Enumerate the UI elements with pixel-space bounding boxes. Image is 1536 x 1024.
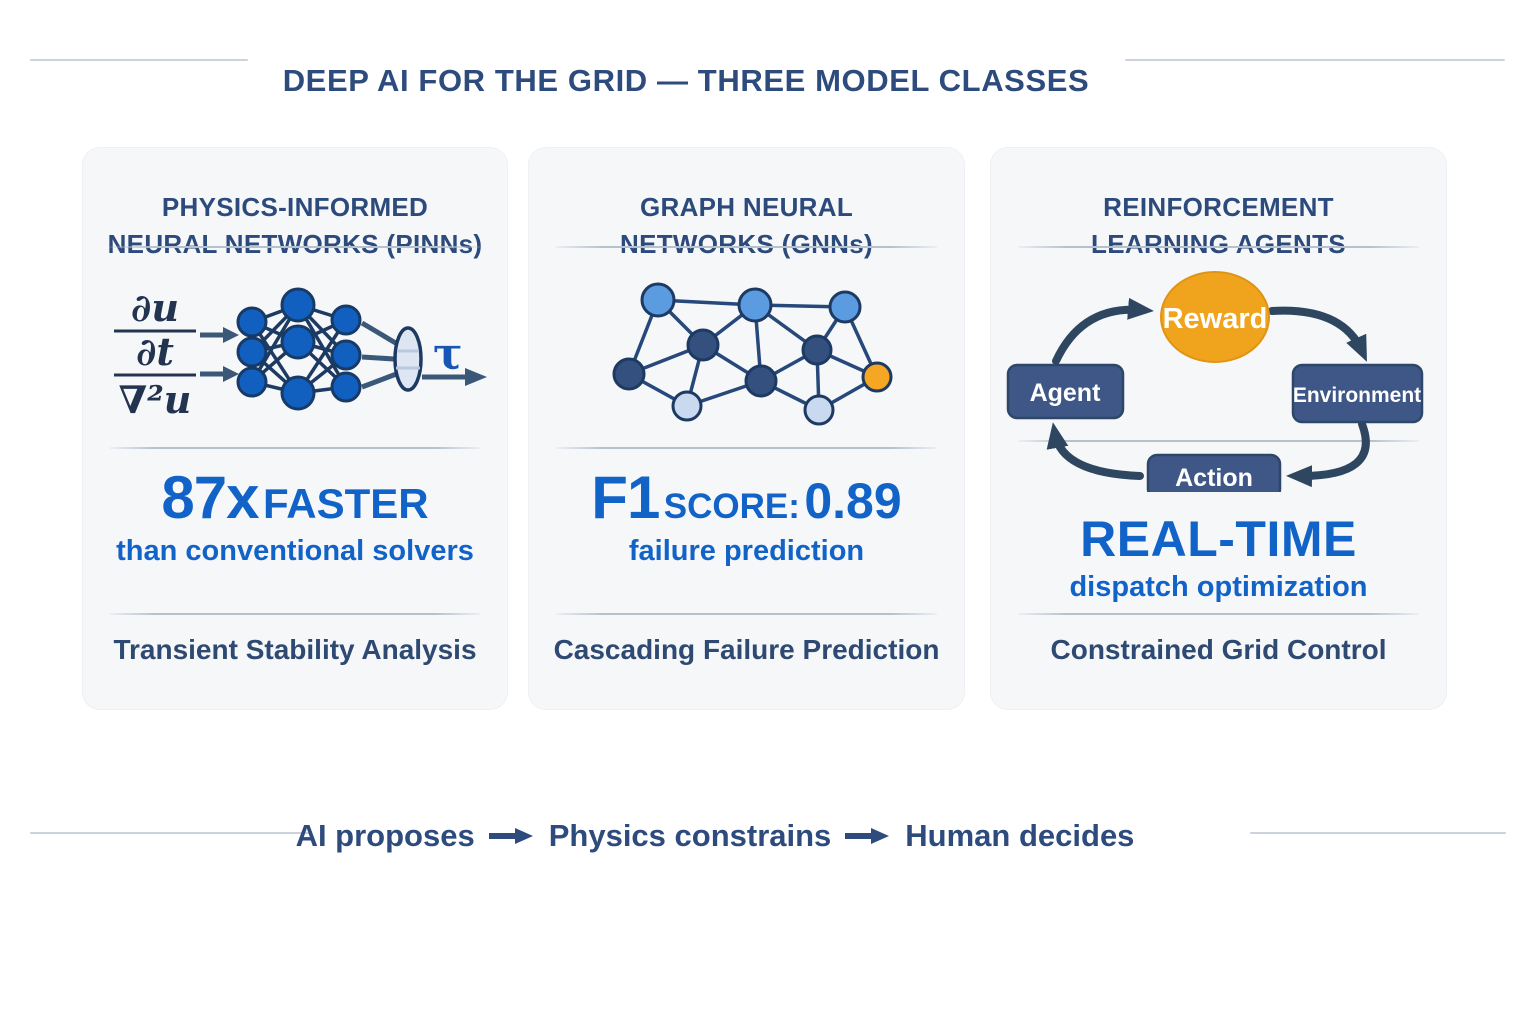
gnns-heading-line1: GRAPH NEURAL xyxy=(639,191,854,222)
footer-rule-left xyxy=(30,832,312,834)
rl-metric-sub: dispatch optimization xyxy=(1069,571,1368,603)
nn-nodes xyxy=(236,287,362,411)
pinns-divider-bottom xyxy=(110,613,480,615)
gnns-heading: GRAPH NEURAL NETWORKS (GNNs) xyxy=(536,189,957,263)
rl-divider-top xyxy=(1018,246,1419,248)
gnns-metric-sub: failure prediction xyxy=(628,535,865,568)
pde-numerator: ∂u xyxy=(131,285,179,330)
page-title: DEEP AI FOR THE GRID — THREE MODEL CLASS… xyxy=(282,62,1090,98)
pinns-divider-mid xyxy=(110,447,480,449)
pinns-metric-value: 87x xyxy=(161,464,259,531)
rl-heading-line1: REINFORCEMENT xyxy=(1103,191,1334,222)
gnns-metric-line: F1 SCORE: 0.89 xyxy=(528,464,965,531)
rl-cycle-diagram: Reward Agent Environment Action xyxy=(1006,271,1424,492)
pinns-metric: 87x FASTER than conventional solvers xyxy=(82,464,508,568)
card-pinns: PHYSICS-INFORMED NEURAL NETWORKS (PINNs)… xyxy=(82,147,508,710)
pinns-heading: PHYSICS-INFORMED NEURAL NETWORKS (PINNs) xyxy=(90,189,500,263)
environment-label: Environment xyxy=(1293,384,1421,407)
footer-rule-right xyxy=(1250,832,1506,834)
pinns-label: Transient Stability Analysis xyxy=(113,634,477,665)
footer-step-physics: Physics constrains xyxy=(548,818,832,853)
card-gnns: GRAPH NEURAL NETWORKS (GNNs) xyxy=(528,147,965,710)
highlighted-failure-node xyxy=(861,361,893,393)
rl-metric-value: REAL-TIME xyxy=(1080,511,1357,567)
pinns-metric-line: 87x FASTER xyxy=(82,464,508,531)
gnns-metric-value: 0.89 xyxy=(804,473,902,529)
gnns-metric-word: SCORE: xyxy=(663,487,800,526)
arrow-agent-to-reward xyxy=(1052,297,1154,365)
footer-workflow: AI proposes Physics constrains Human dec… xyxy=(0,818,1430,854)
pinns-heading-line1: PHYSICS-INFORMED xyxy=(161,191,429,222)
arrow-environment-to-action xyxy=(1286,420,1370,488)
rl-heading: REINFORCEMENT LEARNING AGENTS xyxy=(998,189,1439,263)
right-arrow-icon xyxy=(488,826,535,846)
agent-label: Agent xyxy=(1030,379,1102,407)
arrow-reward-to-environment xyxy=(1268,306,1367,362)
gnns-metric-name: F1 xyxy=(591,464,660,531)
pinns-divider-top xyxy=(110,246,480,248)
gnns-metric: F1 SCORE: 0.89 failure prediction xyxy=(528,464,965,568)
right-arrow-icon xyxy=(845,826,891,846)
rl-label: Constrained Grid Control xyxy=(1050,634,1387,665)
pde-formula: ∂u ∂t ∇²u xyxy=(114,285,196,422)
title-rule-left xyxy=(30,59,248,61)
rl-divider-mid xyxy=(1018,440,1419,442)
graph-nodes xyxy=(612,282,893,426)
title-rule-right xyxy=(1125,59,1505,61)
pinns-metric-sub: than conventional solvers xyxy=(116,535,474,568)
gnns-heading-line2: NETWORKS (GNNs) xyxy=(620,228,873,259)
gnns-divider-bottom xyxy=(556,613,937,615)
pinns-metric-unit: FASTER xyxy=(262,480,429,527)
output-lens-icon xyxy=(360,320,423,392)
gnns-divider-mid xyxy=(556,447,937,449)
reward-node xyxy=(1160,271,1270,363)
arrow-action-to-agent xyxy=(1046,422,1144,480)
pde-constraint: ∇²u xyxy=(119,377,192,422)
rl-heading-line2: LEARNING AGENTS xyxy=(1091,228,1346,259)
environment-box xyxy=(1291,363,1424,424)
pde-denominator: ∂t xyxy=(136,329,174,374)
agent-box xyxy=(1006,363,1125,420)
output-arrow-icon xyxy=(422,368,487,386)
pinn-network-diagram: ∂u ∂t ∇²u xyxy=(114,285,487,422)
footer-step-human: Human decides xyxy=(905,818,1135,853)
gnn-graph-diagram xyxy=(612,282,893,426)
footer-step-ai: AI proposes xyxy=(295,818,475,853)
input-arrow-icons xyxy=(200,327,239,382)
rl-divider-bottom xyxy=(1018,613,1419,615)
gnns-label: Cascading Failure Prediction xyxy=(553,634,940,665)
action-label: Action xyxy=(1175,464,1253,492)
action-box xyxy=(1146,453,1282,492)
rl-cycle-arrows xyxy=(1046,297,1370,488)
pinns-heading-line2: NEURAL NETWORKS (PINNs) xyxy=(107,228,483,259)
tau-output-symbol: τ xyxy=(433,329,463,380)
card-rl: REINFORCEMENT LEARNING AGENTS Reward Age… xyxy=(990,147,1447,710)
gnns-divider-top xyxy=(556,246,937,248)
reward-label: Reward xyxy=(1163,303,1268,335)
rl-metric: REAL-TIME dispatch optimization xyxy=(990,513,1447,602)
